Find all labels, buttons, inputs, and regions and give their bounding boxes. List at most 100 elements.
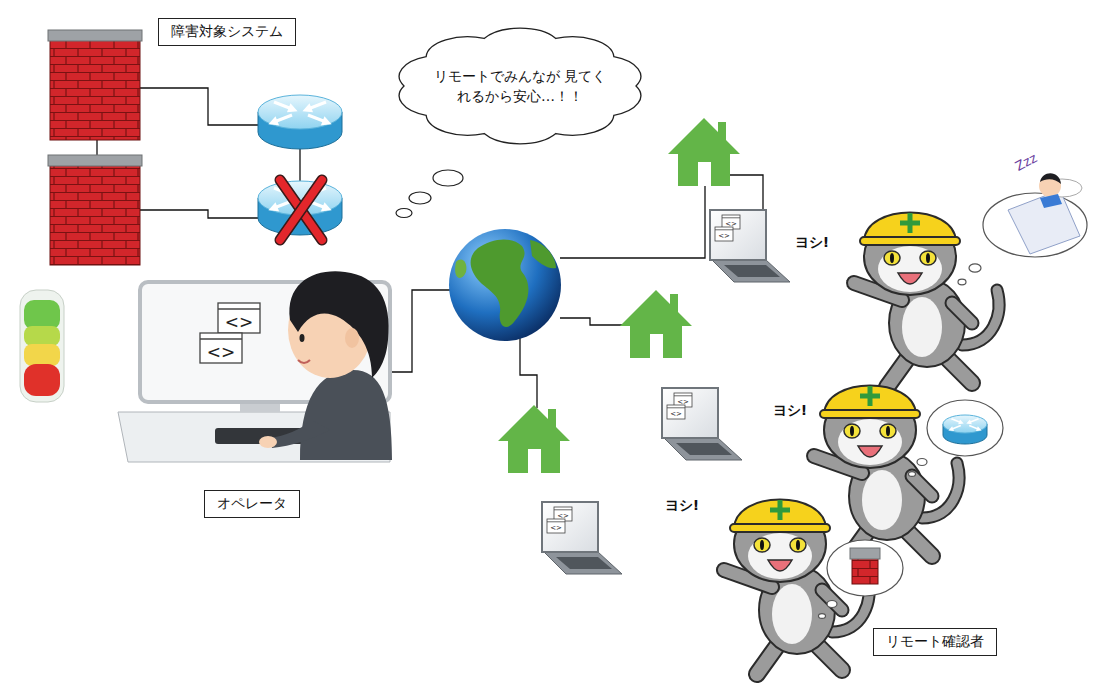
battery-yellow (24, 344, 60, 366)
wire (140, 210, 258, 218)
laptop-keys (724, 265, 780, 277)
laptop-icon (542, 502, 622, 574)
thought-dot (409, 192, 431, 204)
window-icon (218, 303, 260, 333)
window-titlebar (674, 395, 692, 396)
callout-text: ヨシ! (773, 403, 807, 417)
person-hand (259, 436, 277, 448)
cat-arm (952, 303, 972, 323)
label-box: リモート確認者 (873, 628, 997, 656)
firewall-icon (48, 30, 142, 140)
person-mouth (298, 360, 310, 363)
router-arrowhead (287, 103, 298, 112)
person-eye (300, 334, 305, 342)
battery-lime (24, 326, 60, 346)
firewall-icon (850, 548, 880, 584)
router-top (258, 95, 342, 129)
cat-helmet-cross (770, 500, 790, 520)
laptop-screen (542, 502, 598, 552)
router-arrowhead (268, 202, 279, 211)
battery-red (24, 364, 60, 396)
firewall-body (50, 165, 140, 265)
cat-face (838, 419, 902, 465)
battery-icon (20, 290, 64, 402)
box-label: オペレータ (217, 495, 287, 513)
cat-face (748, 533, 812, 579)
cat-belly (862, 470, 902, 530)
person-arm (270, 420, 330, 448)
window-icon (200, 333, 242, 363)
battery-green (24, 300, 60, 330)
house-door (528, 449, 541, 473)
window-symbol: <> (225, 314, 254, 331)
window-icon (715, 227, 733, 241)
window-titlebar (218, 308, 260, 309)
window-symbol: <> (725, 220, 737, 227)
window-icon (547, 519, 565, 533)
router-arrowhead (321, 116, 332, 125)
person-body (300, 370, 392, 460)
thought-cloud (819, 540, 904, 618)
laptop-icon (662, 388, 742, 460)
window-titlebar (667, 407, 685, 408)
person-hair (289, 271, 388, 378)
globe-sea (449, 229, 561, 341)
label-box: オペレータ (204, 490, 300, 518)
globe-land (455, 260, 466, 278)
cloud-outline (390, 24, 650, 148)
thought-dot (827, 601, 837, 608)
router-top (943, 415, 987, 433)
window-symbol: <> (677, 398, 689, 405)
laptop-base (664, 438, 742, 460)
firewall-cap (48, 155, 142, 166)
thought-body (827, 540, 903, 596)
laptop-keys (676, 443, 732, 455)
cat-eye (880, 424, 896, 438)
sleeper-hair (1040, 173, 1061, 184)
cat-helmet-brim (860, 237, 960, 245)
router-arrowhead (268, 116, 279, 125)
cat-pupil (926, 253, 930, 263)
laptop-base (544, 552, 622, 574)
thought-body (927, 400, 1003, 456)
cat-mouth (858, 446, 882, 457)
thought-dot (909, 472, 916, 477)
laptop-keys (556, 557, 612, 569)
router-arrowhead (321, 202, 332, 211)
callout-text: ヨシ! (665, 498, 699, 512)
thought-dot (969, 264, 981, 272)
window-icon (667, 405, 685, 419)
thought-dot (433, 170, 463, 186)
thought-cloud (909, 400, 1004, 476)
window-symbol: <> (550, 524, 562, 531)
box-label: リモート確認者 (886, 633, 984, 651)
wire (560, 318, 622, 325)
wire (520, 338, 537, 408)
firewall-body (50, 40, 140, 140)
thought-dot (958, 279, 966, 285)
window-titlebar (554, 509, 572, 510)
cat-pupil (890, 253, 894, 263)
router-icon (258, 95, 342, 149)
router-arrowhead (948, 426, 954, 431)
sleeping-person (1008, 173, 1082, 254)
failure-outline (280, 180, 322, 240)
thought-dot (819, 614, 826, 619)
speech-cloud: リモートでみんなが 見てくれるから安心…！！ (390, 24, 650, 148)
window-symbol: <> (557, 512, 569, 519)
window-symbol: <> (207, 344, 236, 361)
house-icon (498, 405, 570, 473)
cat-mouth (898, 273, 922, 284)
firewall-cap (48, 30, 142, 41)
globe-land (530, 240, 556, 268)
label-box: 障害対象システム (158, 18, 296, 46)
cat-mouth (768, 560, 792, 571)
cat-helmet-brim (820, 410, 920, 418)
cat-eye (790, 538, 806, 552)
cat-helmet-cross (860, 386, 880, 406)
house-door (698, 162, 711, 186)
house-door (650, 334, 663, 358)
box-label: 障害対象システム (171, 23, 283, 41)
laptop-icon (710, 210, 790, 282)
window-titlebar (547, 521, 565, 522)
